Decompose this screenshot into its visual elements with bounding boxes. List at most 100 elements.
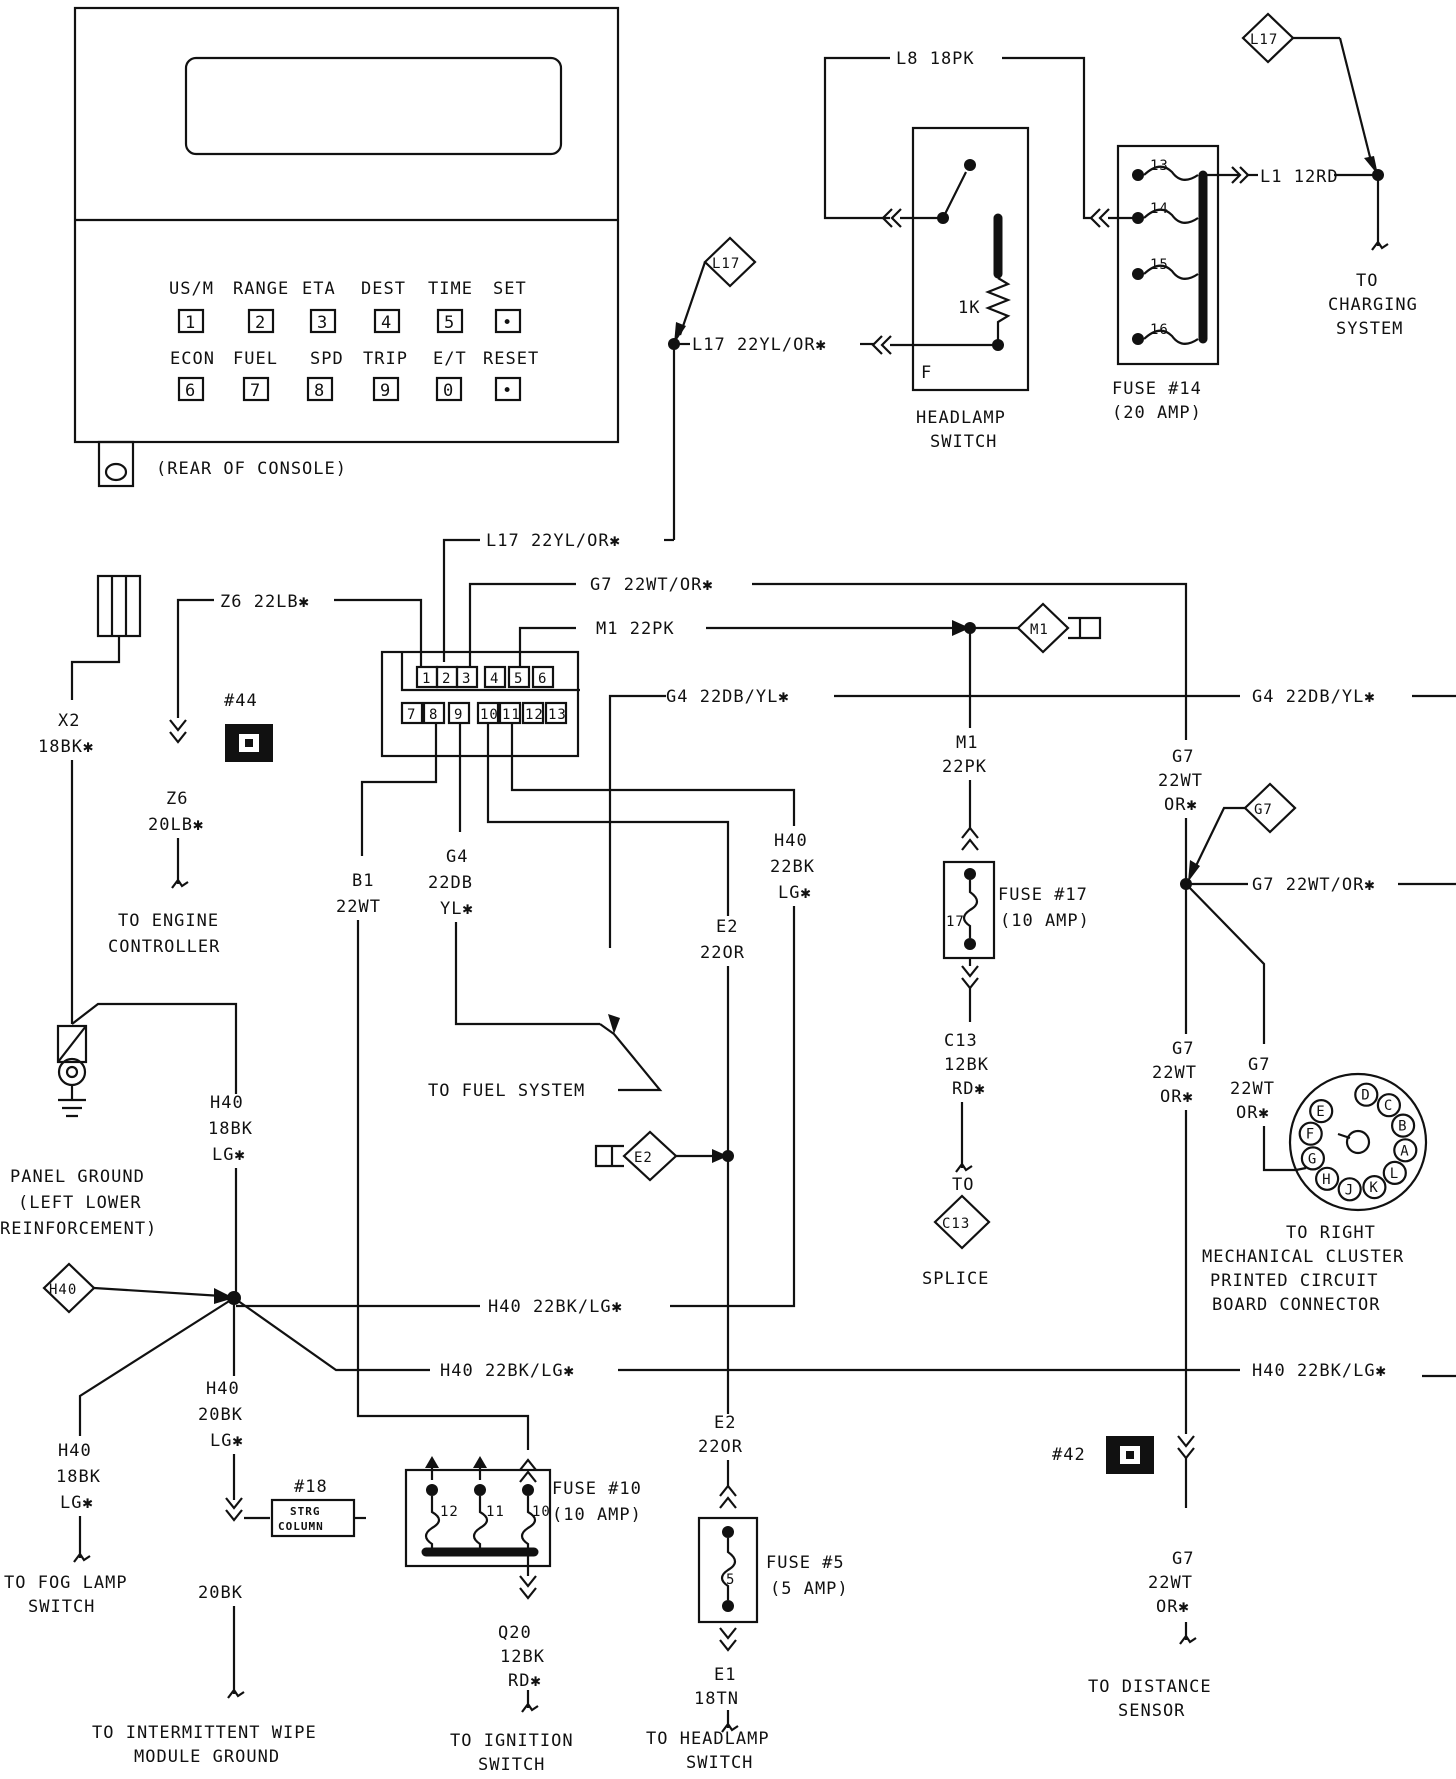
console-key-7[interactable] bbox=[242, 376, 270, 402]
m1-diamond bbox=[1016, 602, 1070, 654]
l17-mid-line bbox=[678, 261, 707, 336]
console-key-6[interactable] bbox=[177, 376, 205, 402]
fuse-14-pin-14-dot bbox=[1132, 212, 1144, 224]
g7-mid-label: G7 22WT/OR✱ bbox=[1252, 875, 1376, 895]
fuse-5-label-2: (5 AMP) bbox=[770, 1579, 849, 1599]
e2-diamond-label: E2 bbox=[634, 1150, 653, 1166]
fuse-14-connector-left bbox=[1089, 207, 1111, 229]
round-connector-pin-label-g: G bbox=[1308, 1151, 1317, 1167]
console-buttons: US/M RANGE ETA DEST TIME SET 1 2 3 4 5 •… bbox=[169, 279, 538, 402]
g7-vert-label-1: G7 bbox=[1172, 747, 1194, 767]
m1-top-label: M1 22PK bbox=[596, 619, 675, 639]
round-connector-pin-l bbox=[1382, 1160, 1407, 1186]
fuse-10-connector-top bbox=[519, 1458, 537, 1483]
pin-1-label: 1 bbox=[422, 671, 431, 687]
console-label-trip: TRIP bbox=[363, 349, 408, 369]
fuse-14-pin-16: 16 bbox=[1150, 322, 1169, 338]
h40c-label-2: 20BK bbox=[198, 1405, 243, 1425]
console-key-reset-label: • bbox=[502, 381, 513, 401]
distance-label-1: TO DISTANCE bbox=[1088, 1677, 1212, 1697]
g7b-label-2: 22WT bbox=[1230, 1079, 1275, 1099]
console-body bbox=[73, 6, 620, 444]
round-connector-pin-label-e: E bbox=[1316, 1104, 1325, 1120]
h40c-label-1: H40 bbox=[206, 1379, 240, 1399]
fuse-17-element bbox=[962, 880, 979, 938]
h40d-label-2: 18BK bbox=[56, 1467, 101, 1487]
l17-to-pin1 bbox=[442, 538, 480, 662]
console-key-3-label: 3 bbox=[317, 313, 328, 333]
e2-arrow bbox=[712, 1149, 728, 1163]
l1-label: L1 12RD bbox=[1260, 167, 1339, 187]
cluster-label-4: BOARD CONNECTOR bbox=[1212, 1295, 1381, 1315]
pin-7-box bbox=[400, 701, 424, 725]
z6-connector bbox=[169, 719, 187, 744]
panel-ground-lug bbox=[56, 1024, 88, 1064]
g7-top-label: G7 22WT/OR✱ bbox=[590, 575, 714, 595]
pin-12-label: 12 bbox=[525, 707, 544, 723]
console-key-9[interactable] bbox=[372, 376, 400, 402]
console-key-4[interactable] bbox=[373, 308, 401, 334]
ground-symbol-icon bbox=[58, 1098, 86, 1118]
x2-wire bbox=[70, 636, 121, 700]
fuse-5-bottom-dot bbox=[722, 1600, 734, 1612]
z6-top-label: Z6 22LB✱ bbox=[220, 592, 310, 612]
fuel-label: TO FUEL SYSTEM bbox=[428, 1081, 585, 1101]
m1-circuit: M1 22PK M1 M1 22PK 17 FUSE #17 (10 AMP) … bbox=[518, 602, 1102, 1289]
fuse-17-label-1: FUSE #17 bbox=[998, 885, 1088, 905]
h40-right-wire bbox=[670, 906, 796, 1308]
g44-label: #44 bbox=[224, 691, 258, 711]
l8-label: L8 18PK bbox=[896, 49, 975, 69]
console-mount bbox=[97, 440, 135, 488]
console-key-5[interactable] bbox=[436, 308, 464, 334]
round-connector-shell bbox=[1288, 1072, 1428, 1212]
fuse-14-body bbox=[1116, 144, 1220, 366]
round-connector-pin-label-f: F bbox=[1306, 1127, 1315, 1143]
g7c-label-1: G7 bbox=[1172, 1549, 1194, 1569]
h40c-label-3: LG✱ bbox=[210, 1431, 244, 1451]
charging-label-1: TO bbox=[1356, 271, 1378, 291]
e2b-label-2: 22OR bbox=[698, 1437, 743, 1457]
panel-ground-label-3: REINFORCEMENT) bbox=[0, 1219, 157, 1239]
headlamp-resistor bbox=[985, 277, 1011, 340]
fuse-17-label-2: (10 AMP) bbox=[1000, 911, 1090, 931]
console-label-econ: ECON bbox=[170, 349, 215, 369]
l17-circuit: L17 L17 22YL/OR✱ L17 22YL/OR✱ bbox=[442, 236, 874, 662]
x2-label-2: 18BK✱ bbox=[38, 737, 94, 757]
e2-circuit: E2 22OR E2 E2 22OR 5 FUSE #5 (5 AMP) E1 … bbox=[486, 723, 849, 1773]
fuse-14-pin-13-dot bbox=[1132, 169, 1144, 181]
fuse-10-pin-12: 12 bbox=[440, 1504, 459, 1520]
l17-top-arrow bbox=[1364, 156, 1378, 175]
splice-label: SPLICE bbox=[922, 1269, 989, 1289]
console-key-3[interactable] bbox=[309, 308, 337, 334]
fuse-14-pin-16-dot bbox=[1132, 333, 1144, 345]
cluster-label-1: TO RIGHT bbox=[1286, 1223, 1376, 1243]
console-key-reset[interactable] bbox=[494, 376, 522, 402]
x2-connector bbox=[96, 574, 142, 638]
h40-panel-wire bbox=[71, 1002, 238, 1094]
console-key-set[interactable] bbox=[494, 308, 522, 334]
ignition-pigtail bbox=[520, 1688, 540, 1714]
console-key-2[interactable] bbox=[247, 308, 275, 334]
console-key-set-label: • bbox=[502, 313, 513, 333]
fuel-lead bbox=[599, 1023, 663, 1092]
wipe-label-2: MODULE GROUND bbox=[134, 1747, 280, 1767]
b1-label-1: B1 bbox=[352, 871, 374, 891]
pin-11-box bbox=[498, 701, 522, 725]
round-connector-pin-label-d: D bbox=[1361, 1088, 1370, 1104]
e2b-label-1: E2 bbox=[714, 1413, 736, 1433]
ignition-label-1: TO IGNITION bbox=[450, 1731, 574, 1751]
b1-pin8-wire bbox=[360, 723, 438, 856]
bk20-label: 20BK bbox=[198, 1583, 243, 1603]
h40d-label-3: LG✱ bbox=[60, 1493, 94, 1513]
console-key-8[interactable] bbox=[306, 376, 334, 402]
console-mount-hole bbox=[104, 462, 128, 482]
h40-low-wire-a bbox=[233, 1297, 430, 1372]
h40-pin11-wire bbox=[510, 723, 796, 826]
console-key-1[interactable] bbox=[177, 308, 205, 334]
fuse-17-num: 17 bbox=[946, 914, 965, 930]
console-key-0[interactable] bbox=[435, 376, 463, 402]
h40b-label-1: H40 bbox=[210, 1093, 244, 1113]
g4-right-label: G4 22DB/YL✱ bbox=[1252, 687, 1376, 707]
g7c-label-2: 22WT bbox=[1148, 1573, 1193, 1593]
l8-wire bbox=[823, 56, 1092, 220]
